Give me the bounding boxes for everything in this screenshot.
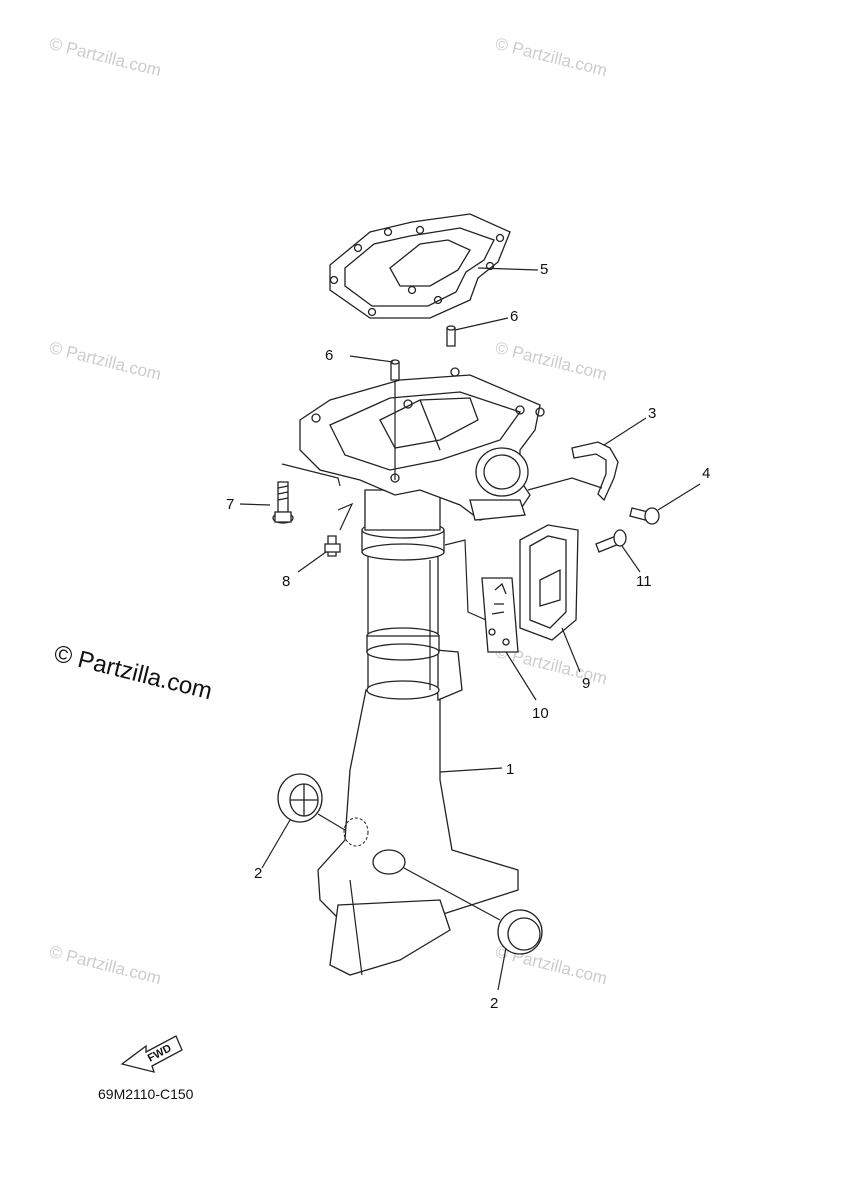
callout-9[interactable]: 9 <box>582 675 591 692</box>
callout-2[interactable]: 2 <box>490 995 499 1012</box>
callout-6[interactable]: 6 <box>510 308 519 325</box>
plug-part-2[interactable] <box>277 773 323 823</box>
screw-part-11[interactable] <box>595 529 627 553</box>
plate-part-10[interactable] <box>481 577 519 653</box>
upper-casing-part-1[interactable] <box>317 489 519 976</box>
callout-10[interactable]: 10 <box>532 705 549 722</box>
clamp-part-3[interactable] <box>571 441 619 502</box>
dowel-pin-part-6[interactable] <box>446 325 456 347</box>
callout-7[interactable]: 7 <box>226 496 235 513</box>
gasket-part-5[interactable] <box>329 213 511 319</box>
callout-6[interactable]: 6 <box>325 347 334 364</box>
grease-nipple-part-8[interactable] <box>324 535 341 557</box>
leader-lines <box>239 267 701 991</box>
plug-part-2[interactable] <box>497 909 543 955</box>
callout-1[interactable]: 1 <box>506 761 515 778</box>
cover-part-9[interactable] <box>519 524 579 641</box>
callout-3[interactable]: 3 <box>648 405 657 422</box>
callout-2[interactable]: 2 <box>254 865 263 882</box>
callout-5[interactable]: 5 <box>540 261 549 278</box>
screw-part-4[interactable] <box>629 507 660 525</box>
forward-direction-arrow <box>120 1035 183 1073</box>
diagram-code: 69M2110-C150 <box>98 1086 194 1102</box>
callout-4[interactable]: 4 <box>702 465 711 482</box>
bolt-part-7[interactable] <box>272 481 294 524</box>
callout-8[interactable]: 8 <box>282 573 291 590</box>
dowel-pin-part-6[interactable] <box>390 359 400 381</box>
upper-casing-mount[interactable] <box>299 367 545 521</box>
callout-11[interactable]: 11 <box>636 573 652 590</box>
